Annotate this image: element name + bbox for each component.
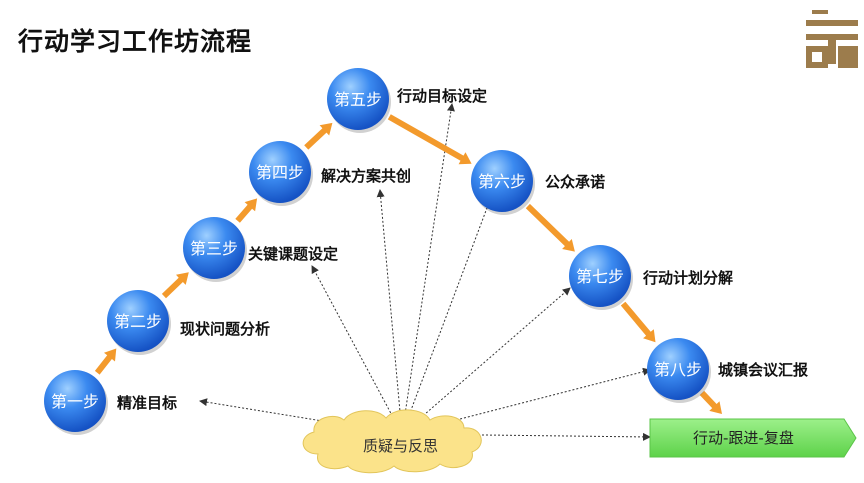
step-8-circle: 第八步 <box>647 338 711 403</box>
flow-arrow-5-6 <box>387 114 472 165</box>
ray-step-5 <box>401 103 455 435</box>
step-1-label: 精准目标 <box>117 394 177 412</box>
reflection-cloud: 质疑与反思 <box>302 409 482 474</box>
step-6-badge: 第六步 <box>478 172 526 191</box>
step-7-circle: 第七步 <box>569 245 633 310</box>
step-4-badge: 第四步 <box>256 163 304 182</box>
page-title: 行动学习工作坊流程 <box>18 27 253 56</box>
step-5-label: 行动目标设定 <box>396 87 487 105</box>
step-6-circle: 第六步 <box>471 150 535 215</box>
step-2-label: 现状问题分析 <box>180 320 270 338</box>
ray-step-3 <box>311 265 403 435</box>
step-3-label: 关键课题设定 <box>248 245 338 263</box>
step-8-label: 城镇会议汇报 <box>718 361 808 379</box>
flow-arrows <box>94 114 722 414</box>
flow-arrow-8-outcome <box>699 390 722 414</box>
step-1-badge: 第一步 <box>51 392 99 411</box>
step-2-circle: 第二步 <box>107 290 171 355</box>
step-2-badge: 第二步 <box>114 312 162 331</box>
step-4-label: 解决方案共创 <box>321 167 411 185</box>
outcome-banner: 行动-跟进-复盘 <box>649 418 857 458</box>
flow-arrow-2-3 <box>161 272 189 299</box>
ray-step-8 <box>401 367 651 435</box>
flow-arrow-7-8 <box>620 301 656 343</box>
step-5-badge: 第五步 <box>334 90 382 109</box>
ray-step-7 <box>401 287 571 435</box>
step-1-circle: 第一步 <box>44 370 108 435</box>
step-labels: 精准目标 现状问题分析 关键课题设定 解决方案共创 行动目标设定 公众承诺 行动… <box>117 87 808 412</box>
flow-arrow-6-7 <box>525 203 575 252</box>
outcome-label: 行动-跟进-复盘 <box>693 429 794 447</box>
step-3-badge: 第三步 <box>190 239 238 258</box>
step-5-circle: 第五步 <box>327 68 391 133</box>
flow-arrow-1-2 <box>94 348 117 375</box>
step-7-label: 行动计划分解 <box>642 269 733 287</box>
step-8-badge: 第八步 <box>654 360 702 379</box>
reflection-rays <box>199 103 651 441</box>
ray-step-6 <box>401 199 492 435</box>
flow-arrow-4-5 <box>304 122 333 150</box>
cloud-label: 质疑与反思 <box>363 437 438 455</box>
ray-step-4 <box>376 189 403 435</box>
flow-arrow-3-4 <box>235 198 258 223</box>
step-6-label: 公众承诺 <box>545 173 605 191</box>
brand-logo-icon <box>804 4 860 72</box>
step-3-circle: 第三步 <box>183 217 247 282</box>
step-4-circle: 第四步 <box>249 141 313 206</box>
step-7-badge: 第七步 <box>576 267 624 286</box>
